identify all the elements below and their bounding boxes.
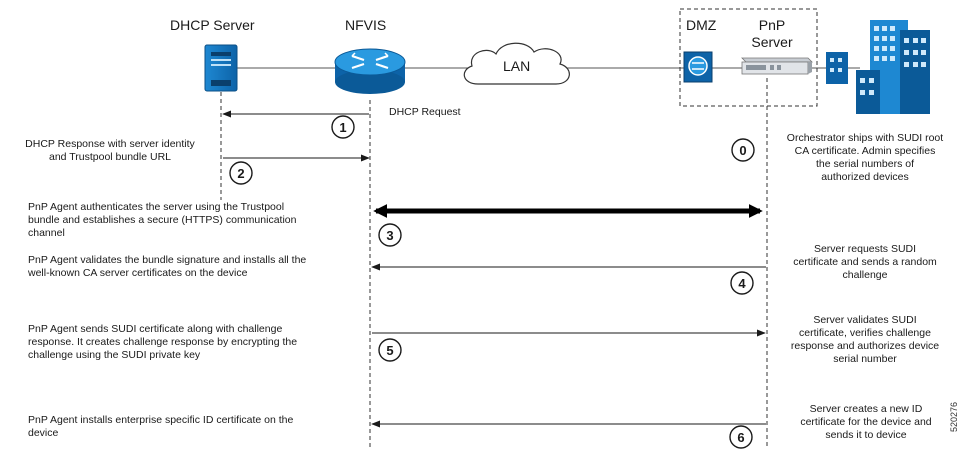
firewall-icon [683,51,713,83]
step-number: 5 [386,343,393,358]
step-6-left-text: PnP Agent installs enterprise specific I… [28,414,294,439]
step-6-right-text: Server creates a new ID certificate for … [800,403,932,441]
step-number: 0 [739,143,746,158]
step-5-left-text: PnP Agent sends SUDI certificate along w… [28,323,298,361]
step-badge-0: 0 [731,138,755,162]
cloud-icon [463,42,570,85]
dmz-label: DMZ [686,17,717,33]
nfvis-title: NFVIS [345,17,387,33]
step-badge-1: 1 [331,115,355,139]
step-badge-3: 3 [378,223,402,247]
step-5-right-text: Server validates SUDI certificate, verif… [790,314,940,365]
server-tower-icon [204,44,238,92]
step-number: 1 [339,120,346,135]
step-badge-4: 4 [730,271,754,295]
step-4-left-text: PnP Agent validates the bundle signature… [28,254,307,279]
lan-label: LAN [503,58,531,74]
office-buildings-icon [826,20,930,114]
step-number: 3 [386,228,393,243]
step-badge-6: 6 [729,425,753,449]
dmz-boundary [679,8,818,107]
pnp-server-title: PnP Server [751,17,793,50]
step-number: 2 [237,166,244,181]
step-badge-5: 5 [378,338,402,362]
dhcp-server-title: DHCP Server [170,17,255,33]
step-badge-2: 2 [229,161,253,185]
step-0-right-text: Orchestrator ships with SUDI root CA cer… [786,132,944,183]
step-number: 4 [738,276,746,291]
rack-server-icon [741,57,813,75]
step-3-left-text: PnP Agent authenticates the server using… [28,201,297,239]
router-icon [334,48,406,94]
figure-id: 520276 [949,402,959,432]
step-1-left-text: DHCP Response with server identity and T… [25,138,195,163]
step-4-right-text: Server requests SUDI certificate and sen… [793,243,937,281]
step-number: 6 [737,430,744,445]
dhcp-request-label: DHCP Request [389,106,461,118]
